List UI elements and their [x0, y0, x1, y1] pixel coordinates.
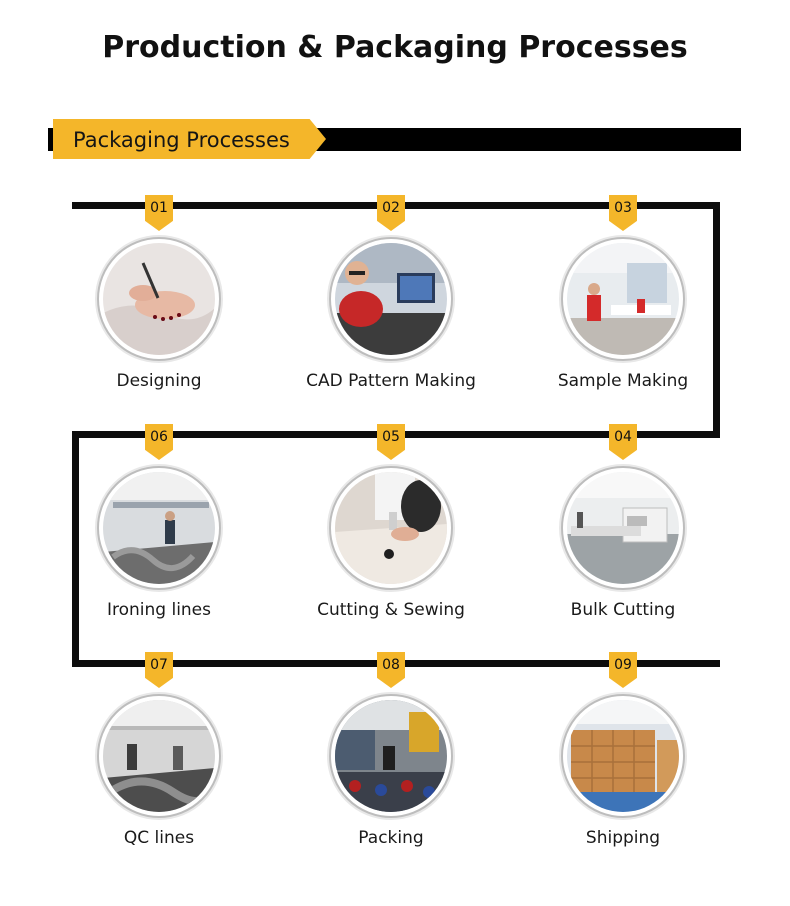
packing-photo — [329, 694, 453, 818]
step-number-badge: 09 — [609, 652, 637, 688]
step-label: Cutting & Sewing — [317, 600, 465, 620]
bulk-cutting-photo-icon — [567, 472, 679, 584]
step-label: CAD Pattern Making — [306, 371, 476, 391]
designing-photo-icon — [103, 243, 215, 355]
step-label: Packing — [358, 828, 424, 848]
step-label: Designing — [116, 371, 202, 391]
step-label: Bulk Cutting — [570, 600, 676, 620]
step-label: QC lines — [123, 828, 195, 848]
step-qc-lines: 07 QC lines — [59, 652, 259, 852]
bulk-cutting-photo — [561, 466, 685, 590]
section-tab — [53, 119, 326, 159]
step-designing: 01 Designing — [59, 195, 259, 395]
step-number-badge: 08 — [377, 652, 405, 688]
section-header: Packaging Processes — [48, 118, 741, 160]
step-label: Shipping — [585, 828, 661, 848]
sample-photo-icon — [567, 243, 679, 355]
ironing-photo-icon — [103, 472, 215, 584]
step-number-badge: 04 — [609, 424, 637, 460]
section-label: Packaging Processes — [73, 128, 290, 152]
ironing-photo — [97, 466, 221, 590]
sewing-photo — [329, 466, 453, 590]
step-cutting-sewing: 05 Cutting & Sewing — [291, 424, 491, 624]
step-shipping: 09 Shipping — [523, 652, 723, 852]
sewing-photo-icon — [335, 472, 447, 584]
designing-photo — [97, 237, 221, 361]
step-bulk-cutting: 04 Bulk Cutting — [523, 424, 723, 624]
shipping-photo — [561, 694, 685, 818]
flow-line-right-connector — [713, 202, 720, 438]
flow-line-left-connector — [72, 431, 79, 667]
step-sample-making: 03 Sample Making — [523, 195, 723, 395]
step-ironing-lines: 06 Ironing lines — [59, 424, 259, 624]
step-number-badge: 06 — [145, 424, 173, 460]
step-label: Ironing lines — [106, 600, 212, 620]
step-label: Sample Making — [557, 371, 689, 391]
step-packing: 08 Packing — [291, 652, 491, 852]
sample-photo — [561, 237, 685, 361]
step-cad-pattern-making: 02 CAD Pattern Making — [291, 195, 491, 395]
qc-photo — [97, 694, 221, 818]
cad-photo-icon — [335, 243, 447, 355]
cad-photo — [329, 237, 453, 361]
step-number-badge: 01 — [145, 195, 173, 231]
step-number-badge: 07 — [145, 652, 173, 688]
qc-photo-icon — [103, 700, 215, 812]
shipping-photo-icon — [567, 700, 679, 812]
packing-photo-icon — [335, 700, 447, 812]
step-number-badge: 02 — [377, 195, 405, 231]
page-title: Production & Packaging Processes — [102, 30, 688, 65]
step-number-badge: 03 — [609, 195, 637, 231]
step-number-badge: 05 — [377, 424, 405, 460]
